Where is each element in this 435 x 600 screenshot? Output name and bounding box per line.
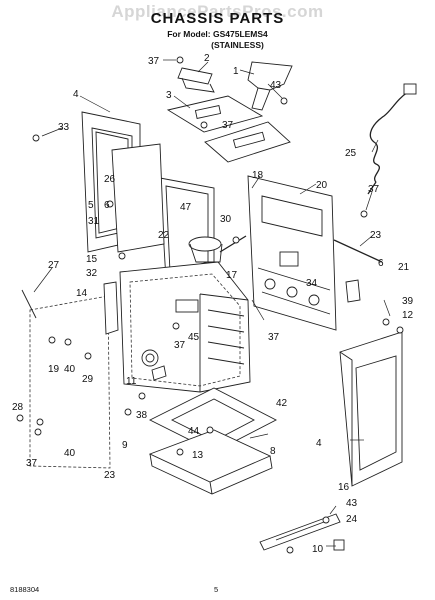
callout-18: 18 <box>252 170 264 181</box>
callout-45: 19 <box>48 364 60 375</box>
callout-16: 43 <box>346 498 358 509</box>
callout-19: 40 <box>64 364 76 375</box>
callout-13: 8 <box>270 446 276 457</box>
callout-24: 10 <box>312 544 324 555</box>
part-side-rod <box>333 239 383 263</box>
callout-labels: 37 2 1 43 4 3 37 33 25 26 18 20 37 5 6 3… <box>12 53 414 555</box>
callout-5: 6 <box>104 200 110 211</box>
document-number: 8188304 <box>10 585 40 594</box>
callout-37: 37 <box>148 56 160 67</box>
part-door-hinge-bar <box>259 513 341 551</box>
callout-32: 17 <box>226 270 238 281</box>
part-oven-door-outer <box>339 331 403 487</box>
callout-4: 16 <box>338 482 350 493</box>
callout-42: 28 <box>12 402 24 413</box>
part-valve <box>141 349 167 381</box>
callout-31: 47 <box>180 202 192 213</box>
callout-29: 11 <box>126 376 137 387</box>
callout-9: 37 <box>26 458 38 469</box>
part-leveling-leg <box>333 539 345 551</box>
callout-11: 42 <box>276 398 288 409</box>
part-screws <box>16 56 404 554</box>
part-leveling-bracket <box>345 279 361 303</box>
callout-28: 38 <box>136 410 148 421</box>
callout-3: 3 <box>166 90 172 101</box>
part-side-panel <box>21 289 111 469</box>
callout-8: 23 <box>104 470 116 481</box>
part-top-panel <box>166 95 264 133</box>
diagram-title: CHASSIS PARTS <box>150 10 285 27</box>
callout-26: 26 <box>104 174 116 185</box>
part-rear-chassis <box>247 175 337 331</box>
callout-43: 24 <box>346 514 358 525</box>
callout-33: 33 <box>58 122 70 133</box>
callout-37: 40 <box>64 448 76 459</box>
leader-lines <box>33 59 391 547</box>
callout-23: 15 <box>86 254 98 265</box>
part-top-panel-rear <box>204 121 291 163</box>
callout-2: 2 <box>204 53 210 64</box>
part-inner-door-panel <box>111 143 165 253</box>
callout-4: 4 <box>73 89 79 100</box>
finish-line: (STAINLESS) <box>211 40 264 50</box>
part-power-cord <box>367 83 417 195</box>
page-number: 5 <box>214 585 219 594</box>
callout-17: 6 <box>378 258 384 269</box>
callout-14: 37 <box>268 332 280 343</box>
callout-40: 13 <box>192 450 204 461</box>
part-oven-cavity <box>119 261 251 393</box>
callout-43: 43 <box>270 80 282 91</box>
part-burner-assembly <box>188 235 247 263</box>
callout-39: 12 <box>402 310 414 321</box>
callout-6: 31 <box>88 216 100 227</box>
callout-15: 32 <box>86 268 98 279</box>
callout-1: 1 <box>233 66 239 77</box>
callout-12: 37 <box>174 340 186 351</box>
callout-40: 29 <box>82 374 94 385</box>
watermark: AppliancePartsPros.com <box>111 2 324 21</box>
callout-37: 39 <box>402 296 414 307</box>
callout-44: 9 <box>122 440 128 451</box>
callout-37: 45 <box>188 332 200 343</box>
part-storage-drawer <box>148 429 273 495</box>
callout-47: 30 <box>220 214 232 225</box>
part-top-bracket <box>177 67 215 93</box>
callout-37: 37 <box>368 184 380 195</box>
callout-37: 5 <box>88 200 94 211</box>
model-line: For Model: GS475LEMS4 <box>167 29 268 39</box>
callout-22: 23 <box>370 230 382 241</box>
callout-23: 4 <box>316 438 322 449</box>
callout-37: 37 <box>222 120 234 131</box>
callout-34: 14 <box>76 288 88 299</box>
callout-6: 21 <box>398 262 410 273</box>
callout-25: 25 <box>345 148 357 159</box>
callout-27: 34 <box>306 278 318 289</box>
callout-38: 44 <box>188 426 200 437</box>
callout-21: 27 <box>48 260 60 271</box>
callout-30: 22 <box>158 230 170 241</box>
callout-20: 20 <box>316 180 328 191</box>
part-side-bracket <box>103 281 119 335</box>
